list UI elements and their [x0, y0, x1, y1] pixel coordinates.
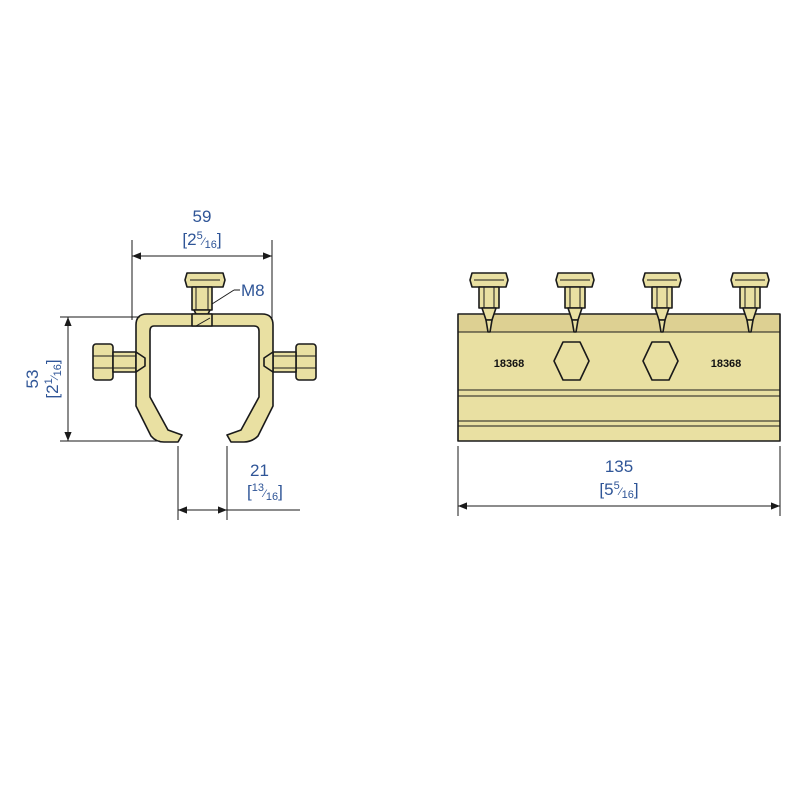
side-bolt-2	[555, 272, 595, 333]
height-dimension: 53 [21⁄16]	[23, 316, 160, 442]
length-mm: 135	[605, 457, 633, 476]
right-bolt	[263, 343, 317, 381]
left-bolt	[92, 343, 146, 381]
side-bolt-1	[469, 272, 509, 333]
side-bolt-3	[642, 272, 682, 333]
width-dimension: 59 [25⁄16]	[131, 207, 273, 320]
part-number-right: 18368	[711, 358, 742, 370]
clamp-body	[135, 313, 274, 443]
side-hex-nut-left	[553, 341, 590, 381]
length-inch: [55⁄16]	[599, 480, 638, 501]
bolt-callout: M8	[211, 281, 265, 305]
bolt-size-label: M8	[241, 281, 265, 300]
slot-dimension: 21 [13⁄16]	[177, 446, 300, 520]
height-inch: [21⁄16]	[43, 359, 64, 398]
side-hex-nut-right	[642, 341, 679, 381]
side-view: 18368 18368 135 [55⁄16]	[457, 272, 781, 516]
width-inch: [25⁄16]	[182, 230, 221, 251]
front-view: 59 [25⁄16] M8 53 [21⁄16] 21 [13⁄16]	[23, 207, 317, 520]
part-number-left: 18368	[494, 358, 525, 370]
slot-mm: 21	[250, 461, 269, 480]
side-bolt-4	[730, 272, 770, 333]
height-mm: 53	[23, 370, 42, 389]
length-dimension: 135 [55⁄16]	[457, 446, 781, 516]
slot-inch: [13⁄16]	[247, 482, 283, 503]
width-mm: 59	[193, 207, 212, 226]
side-body	[457, 313, 781, 442]
